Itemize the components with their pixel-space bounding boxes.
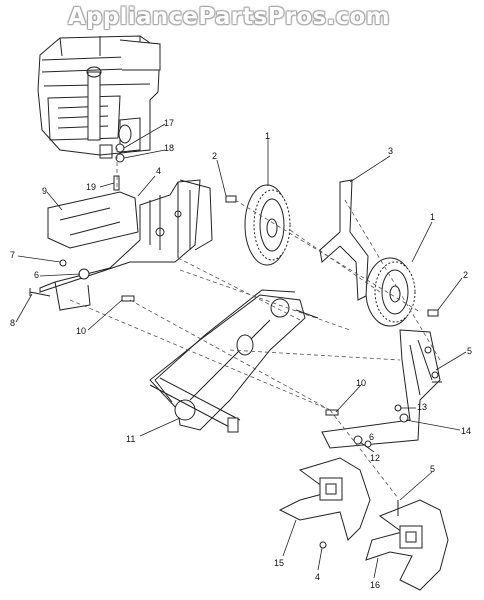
callout-6-left: 6 bbox=[34, 270, 40, 280]
part-3 bbox=[319, 179, 369, 301]
engine bbox=[37, 35, 161, 159]
callout-5-upper: 5 bbox=[467, 346, 473, 356]
callout-1-upper-wheel: 1 bbox=[265, 131, 271, 141]
wheel-upper bbox=[244, 184, 291, 266]
callout-14: 14 bbox=[461, 426, 472, 436]
callout-15: 15 bbox=[274, 558, 285, 568]
chain-case bbox=[149, 289, 319, 433]
callout-2-right: 2 bbox=[463, 270, 469, 280]
callout-4-lower: 4 bbox=[315, 572, 321, 582]
right-frame bbox=[321, 329, 441, 449]
part-14 bbox=[399, 413, 409, 423]
callout-6-right: 6 bbox=[369, 432, 375, 442]
part-12 bbox=[364, 440, 372, 448]
callout-12: 12 bbox=[370, 453, 381, 463]
callout-11: 11 bbox=[126, 434, 136, 444]
tine-left bbox=[278, 457, 371, 541]
callout-9: 9 bbox=[42, 186, 48, 196]
callout-10-right: 10 bbox=[356, 378, 367, 388]
part-2b bbox=[427, 309, 439, 317]
callout-3: 3 bbox=[388, 146, 394, 156]
wheel-lower bbox=[365, 257, 416, 327]
callout-19: 19 bbox=[86, 182, 97, 192]
tine-right bbox=[365, 499, 449, 591]
callout-18: 18 bbox=[164, 143, 175, 153]
part-4b bbox=[319, 541, 327, 549]
callout-8: 8 bbox=[10, 318, 16, 328]
callout-16: 16 bbox=[370, 580, 381, 590]
callout-7: 7 bbox=[10, 250, 16, 260]
part-10a bbox=[121, 295, 135, 302]
callout-5-lower: 5 bbox=[430, 464, 436, 474]
callout-1-lower-wheel: 1 bbox=[430, 212, 436, 222]
part-6a bbox=[78, 268, 90, 280]
callout-17: 17 bbox=[164, 118, 175, 128]
callout-10-left: 10 bbox=[76, 326, 87, 336]
part-2a bbox=[225, 195, 237, 203]
watermark: AppliancePartsPros.com bbox=[68, 4, 390, 30]
callout-13: 13 bbox=[417, 402, 428, 412]
callout-2-left: 2 bbox=[212, 151, 218, 161]
part-7 bbox=[59, 259, 67, 267]
part-8 bbox=[29, 288, 51, 297]
callout-4-upper: 4 bbox=[156, 166, 162, 176]
left-frame bbox=[39, 179, 213, 311]
part-19 bbox=[113, 175, 120, 191]
